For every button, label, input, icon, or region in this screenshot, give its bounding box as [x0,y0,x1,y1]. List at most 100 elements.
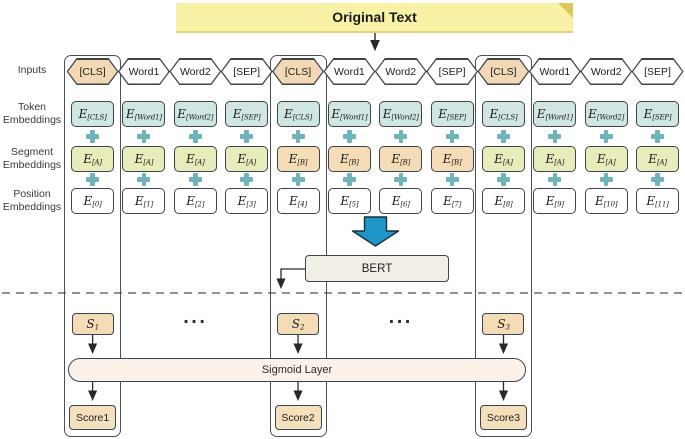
hexagon-label: Word2 [582,60,631,84]
math-symbol: E [489,107,499,121]
position-embedding-box: E[7] [430,188,474,214]
math-subscript: [Word2] [391,113,419,122]
segment-embedding-box: E[A] [533,146,577,172]
row-label-inputs: Inputs [17,64,47,76]
hexagon-label: Word2 [376,60,425,84]
plus-icon [496,130,510,143]
token-embedding-box: E[Word2] [584,101,628,127]
math-subscript: [CLS] [498,113,518,122]
row-label-segment-embeddings: Segment Embeddings [2,146,62,171]
math-subscript: [SEP] [652,113,672,122]
hexagon-label: [SEP] [633,60,682,84]
plus-icon [291,130,305,143]
math-subscript: [A] [194,158,205,167]
math-subscript: [10] [603,200,618,209]
token-embedding-box: E[CLS] [481,101,525,127]
plus-icon [240,173,254,186]
math-symbol: E [340,194,350,208]
math-symbol: E [83,152,93,166]
segment-embedding-box: E[A] [584,146,628,172]
math-subscript: [SEP] [446,113,467,122]
dots-ellipsis: ... [183,306,208,328]
math-subscript: [B] [297,158,308,167]
input-hexagon: Word1 [323,58,375,85]
position-embedding-box: E[2] [173,188,217,214]
token-embedding-box: E[CLS] [71,101,115,127]
bert-label: BERT [361,262,393,275]
token-embedding-box: E[Word2] [173,101,217,127]
math-symbol: E [237,194,247,208]
math-subscript: 3 [505,323,510,332]
math-symbol: E [134,194,144,208]
math-subscript: [A] [92,158,102,167]
math-symbol: E [177,107,187,121]
segment-embedding-box: E[B] [276,146,320,172]
input-hexagon: Word2 [580,58,632,85]
plus-icon [445,173,459,186]
segment-embedding-box: E[B] [327,146,371,172]
hexagon-label: Word1 [530,60,579,84]
math-subscript: 2 [300,323,305,332]
hexagon-label: [SEP] [222,60,271,84]
math-symbol: E [596,152,606,166]
hexagon-label: Word1 [325,60,374,84]
plus-icon [188,130,202,143]
math-subscript: [B] [451,158,462,167]
math-symbol: E [284,107,293,121]
row-label-position-embeddings: Position Embeddings [2,188,62,213]
math-subscript: [A] [502,158,513,167]
blue-down-arrow-icon [351,216,400,247]
plus-icon [188,173,202,186]
position-embedding-box: E[11] [636,188,680,214]
math-subscript: [Word2] [596,113,625,122]
plus-icon [599,173,613,186]
position-embedding-box: E[9] [533,188,577,214]
plus-icon [599,130,613,143]
math-symbol: S [86,317,95,331]
math-subscript: [3] [246,200,256,209]
input-hexagon: [SEP] [221,58,273,85]
position-embedding-box: E[4] [276,188,320,214]
math-subscript: [9] [554,200,565,209]
plus-icon [548,173,562,186]
input-hexagon: Word1 [118,58,170,85]
math-symbol: E [288,152,298,166]
math-symbol: E [382,107,392,121]
bert-box: BERT [305,255,449,282]
hexagon-label: [CLS] [68,60,117,84]
math-subscript: [CLS] [292,113,313,122]
banner-label: Original Text [332,9,417,25]
segment-embedding-box: E[A] [71,146,115,172]
math-symbol: S [497,317,506,331]
hexagon-label: Word1 [119,60,168,84]
math-symbol: E [443,194,452,208]
plus-icon [394,173,408,186]
math-subscript: [B] [348,158,359,167]
plus-icon [548,130,562,143]
math-symbol: E [595,194,604,208]
math-symbol: E [494,194,504,208]
input-hexagon: [CLS] [477,58,529,85]
input-hexagon: [CLS] [67,58,119,85]
math-symbol: E [185,152,195,166]
token-embedding-box: E[SEP] [225,101,269,127]
math-symbol: E [648,152,657,166]
plus-icon [394,130,408,143]
plus-icon [291,173,305,186]
hexagon-label: [SEP] [428,60,477,84]
segment-embedding-box: E[A] [636,146,680,172]
sigmoid-label: Sigmoid Layer [261,364,333,376]
math-subscript: [B] [400,158,411,167]
math-symbol: E [588,107,597,121]
position-embedding-box: E[0] [71,188,115,214]
math-subscript: [Word1] [340,113,368,122]
math-symbol: E [438,107,447,121]
hexagon-label: [CLS] [479,60,528,84]
input-hexagon: [SEP] [632,58,684,85]
plus-icon [86,130,100,143]
math-symbol: E [545,152,555,166]
